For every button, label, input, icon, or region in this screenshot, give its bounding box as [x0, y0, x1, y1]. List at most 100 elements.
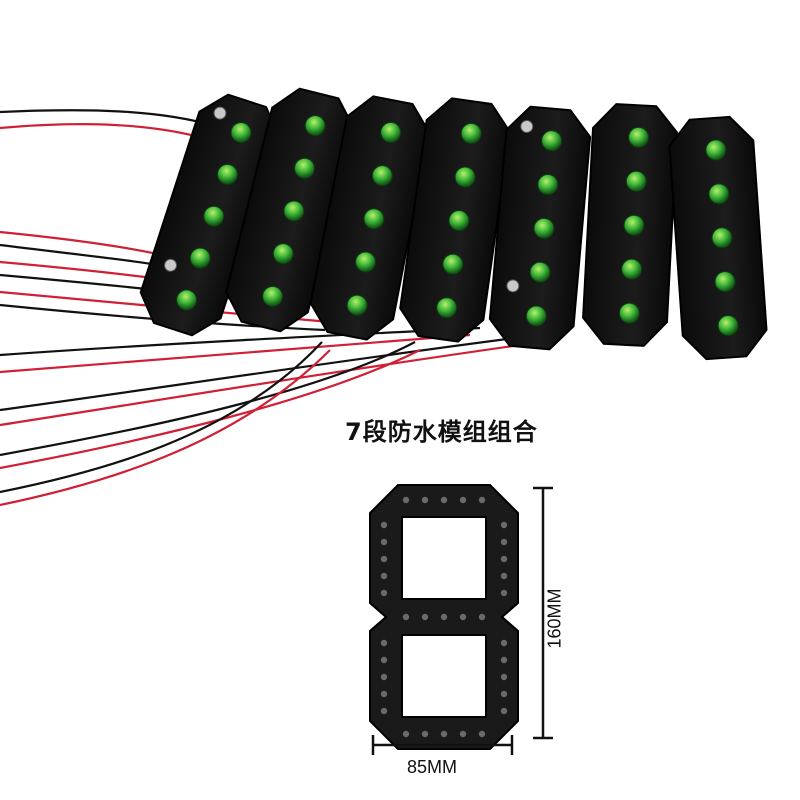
green-led — [216, 163, 238, 185]
green-led — [363, 208, 385, 230]
led-module — [668, 115, 768, 361]
led-module — [399, 97, 511, 343]
segment-dot — [500, 690, 508, 698]
led-module — [488, 105, 592, 351]
green-led — [623, 214, 645, 236]
green-led — [346, 294, 368, 316]
green-led — [537, 174, 559, 196]
green-led — [705, 139, 727, 161]
led-module — [139, 93, 281, 337]
segment-dot — [500, 639, 508, 647]
segment-dot — [402, 730, 410, 738]
seven-segment-diagram — [369, 484, 519, 750]
led-module — [225, 87, 355, 333]
segment-dot — [402, 613, 410, 621]
segment-dot — [500, 707, 508, 715]
green-led — [272, 243, 294, 265]
segment-dot — [500, 673, 508, 681]
green-led — [189, 247, 211, 269]
black-wire — [0, 341, 323, 494]
segment-dot — [500, 572, 508, 580]
green-led — [628, 126, 650, 148]
height-dimension-label: 160MM — [544, 588, 565, 649]
segment-dot — [500, 589, 508, 597]
green-led — [621, 258, 643, 280]
screw — [506, 279, 520, 293]
segment-dot — [380, 555, 388, 563]
segment-dot — [421, 496, 429, 504]
product-title: 7段防水模组组合 — [345, 418, 538, 446]
black-wire — [0, 336, 516, 412]
green-led — [355, 251, 377, 273]
screw — [213, 106, 227, 120]
red-wire — [0, 333, 471, 374]
green-led — [618, 302, 640, 324]
upper-window — [401, 516, 487, 600]
green-led — [529, 261, 551, 283]
segment-dot — [380, 572, 388, 580]
wire-bundle — [0, 109, 521, 507]
segment-dot — [380, 639, 388, 647]
segment-dot — [500, 656, 508, 664]
segment-dot — [500, 555, 508, 563]
green-led — [371, 165, 393, 187]
segment-dot — [459, 730, 467, 738]
green-led — [436, 297, 458, 319]
width-dimension-label: 85MM — [407, 757, 458, 777]
segment-dot — [380, 690, 388, 698]
segment-dot — [421, 613, 429, 621]
led-modules — [139, 87, 768, 361]
green-led — [717, 315, 739, 337]
segment-dot — [402, 496, 410, 504]
green-led — [711, 227, 733, 249]
segment-dot — [380, 589, 388, 597]
green-led — [448, 210, 470, 232]
segment-dot — [478, 613, 486, 621]
green-led — [541, 130, 563, 152]
segment-dot — [500, 521, 508, 529]
segment-dot — [500, 538, 508, 546]
segment-dot — [478, 496, 486, 504]
green-led — [533, 217, 555, 239]
segment-dot — [380, 656, 388, 664]
segment-dot — [440, 613, 448, 621]
green-led — [714, 271, 736, 293]
green-led — [283, 200, 305, 222]
green-led — [625, 170, 647, 192]
green-led — [380, 121, 402, 143]
segment-dot — [459, 496, 467, 504]
black-wire — [0, 326, 481, 357]
led-module — [309, 95, 431, 341]
segment-dot — [380, 521, 388, 529]
segment-dot — [440, 496, 448, 504]
green-led — [262, 285, 284, 307]
lower-window — [401, 634, 487, 718]
green-led — [304, 115, 326, 137]
red-wire — [0, 123, 211, 142]
green-led — [525, 305, 547, 327]
segment-dot — [380, 707, 388, 715]
black-wire — [0, 109, 216, 128]
dimension-lines — [371, 486, 553, 755]
segment-dot — [380, 538, 388, 546]
red-wire — [0, 349, 331, 507]
segment-dot — [421, 730, 429, 738]
green-led — [708, 183, 730, 205]
segment-dot — [459, 613, 467, 621]
segment-led-dots — [380, 496, 508, 738]
red-wire — [0, 343, 521, 427]
green-led — [176, 289, 198, 311]
segment-dot — [478, 730, 486, 738]
segment-dot — [440, 730, 448, 738]
green-led — [294, 157, 316, 179]
green-led — [460, 122, 482, 144]
green-led — [442, 253, 464, 275]
led-module — [582, 103, 678, 347]
red-wire — [0, 349, 421, 470]
green-led — [230, 122, 252, 144]
black-wire — [0, 341, 416, 457]
green-led — [454, 166, 476, 188]
green-led — [203, 205, 225, 227]
segment-dot — [380, 673, 388, 681]
